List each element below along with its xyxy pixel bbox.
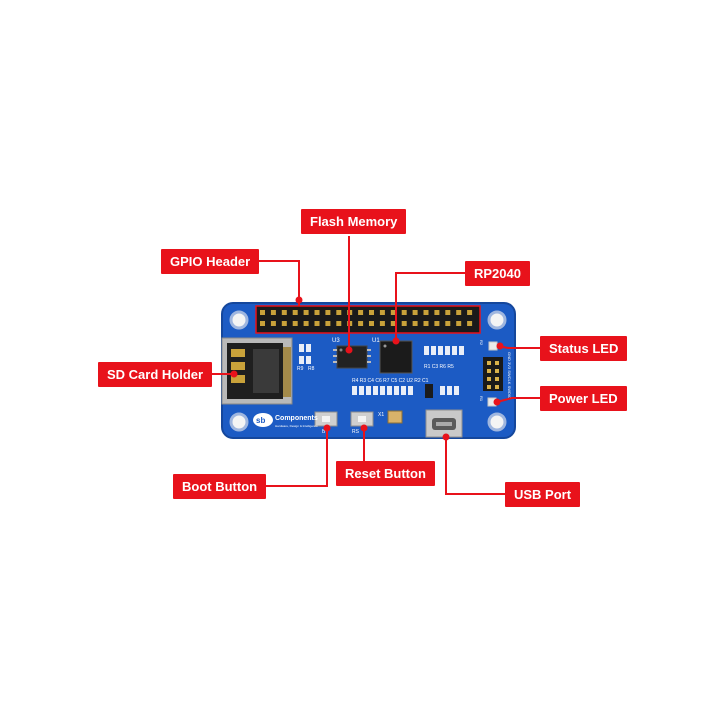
gpio-pin [358, 321, 364, 326]
gpio-pin [401, 321, 407, 326]
mounting-holes [229, 310, 507, 432]
debug-header [483, 357, 503, 391]
brand-logo: sb [253, 413, 273, 427]
gpio-pin [423, 310, 429, 315]
gpio-pin [336, 321, 342, 326]
silk-r1c3: R1 C3 R6 R5 [424, 364, 454, 370]
gpio-pins [260, 310, 473, 326]
gpio-pin [369, 321, 374, 326]
crystal-x1 [387, 410, 403, 424]
gpio-pin [292, 310, 298, 315]
gpio-pin [325, 321, 331, 326]
silk-led-r2: R2 [479, 340, 484, 346]
gpio-pin [401, 310, 407, 315]
label-flash-memory: Flash Memory [301, 209, 407, 234]
gpio-pin [325, 310, 331, 315]
gpio-pin [456, 310, 462, 315]
gpio-pin [379, 321, 385, 326]
boot-button [314, 411, 338, 427]
silk-caps-row: R4 R3 C4 C6 R7 C5 C2 U2 R2 C1 [352, 378, 429, 384]
silk-boot: B [322, 429, 326, 435]
smd-components [299, 344, 464, 395]
silk-u1: U1 [372, 338, 380, 344]
gpio-pin [270, 321, 276, 326]
brand-tagline: Hardware, Design & Intelligence [275, 424, 318, 428]
leader-gpio [247, 260, 300, 306]
gpio-pin [314, 321, 320, 326]
gpio-pin [281, 310, 287, 315]
gpio-pin [445, 310, 451, 315]
leader-dots [230, 296, 504, 441]
gpio-pin [390, 321, 396, 326]
gpio-pin [292, 321, 298, 326]
brand-logo-text: sb [256, 416, 265, 425]
gpio-pin [260, 310, 265, 315]
label-status-led: Status LED [540, 336, 628, 361]
reset-button [350, 411, 374, 427]
leader-usb [445, 437, 505, 495]
label-usb-port: USB Port [505, 482, 581, 507]
gpio-pin [281, 321, 287, 326]
label-rp2040: RP2040 [465, 261, 530, 286]
rp2040-chip [379, 340, 413, 374]
gpio-pin [456, 321, 462, 326]
label-sd-card-holder: SD Card Holder [98, 362, 213, 387]
gpio-pin [445, 321, 451, 326]
regulator-u2 [425, 384, 433, 398]
gpio-header [255, 305, 481, 334]
flash-memory-chip [333, 345, 371, 369]
gpio-pin [358, 310, 364, 315]
gpio-pin [412, 321, 418, 326]
gpio-pin [467, 321, 473, 326]
leader-boot [264, 426, 328, 487]
label-reset-button: Reset Button [336, 461, 435, 486]
status-led [488, 341, 498, 351]
leader-power [496, 397, 540, 403]
gpio-pin [423, 321, 429, 326]
brand-name: Components [275, 415, 318, 422]
leader-rp2040 [395, 272, 465, 341]
gpio-pin [412, 310, 418, 315]
gpio-pin [303, 321, 309, 326]
silk-x1: X1 [378, 412, 384, 418]
silk-gpio-side: GND 3V3 SWCLK SWDIO [507, 352, 512, 399]
gpio-pin [314, 310, 320, 315]
gpio-pin [390, 310, 396, 315]
label-boot-button: Boot Button [173, 474, 267, 499]
gpio-pin [434, 310, 440, 315]
silk-r8: R8 [308, 366, 315, 372]
gpio-pin [270, 310, 276, 315]
silk-led-r1: R1 [479, 396, 484, 402]
gpio-pin [467, 310, 473, 315]
leader-lines [202, 236, 540, 495]
silk-u3: U3 [332, 338, 340, 344]
label-power-led: Power LED [540, 386, 627, 411]
gpio-pin [336, 310, 342, 315]
silk-reset: RS [352, 429, 360, 435]
gpio-pin [303, 310, 309, 315]
leader-status [497, 345, 540, 349]
silk-r9: R9 [297, 366, 304, 372]
gpio-pin [369, 310, 374, 315]
label-gpio-header: GPIO Header [161, 249, 260, 274]
gpio-pin [379, 310, 385, 315]
usb-port [425, 409, 463, 438]
gpio-pin [260, 321, 265, 326]
gpio-pin [434, 321, 440, 326]
